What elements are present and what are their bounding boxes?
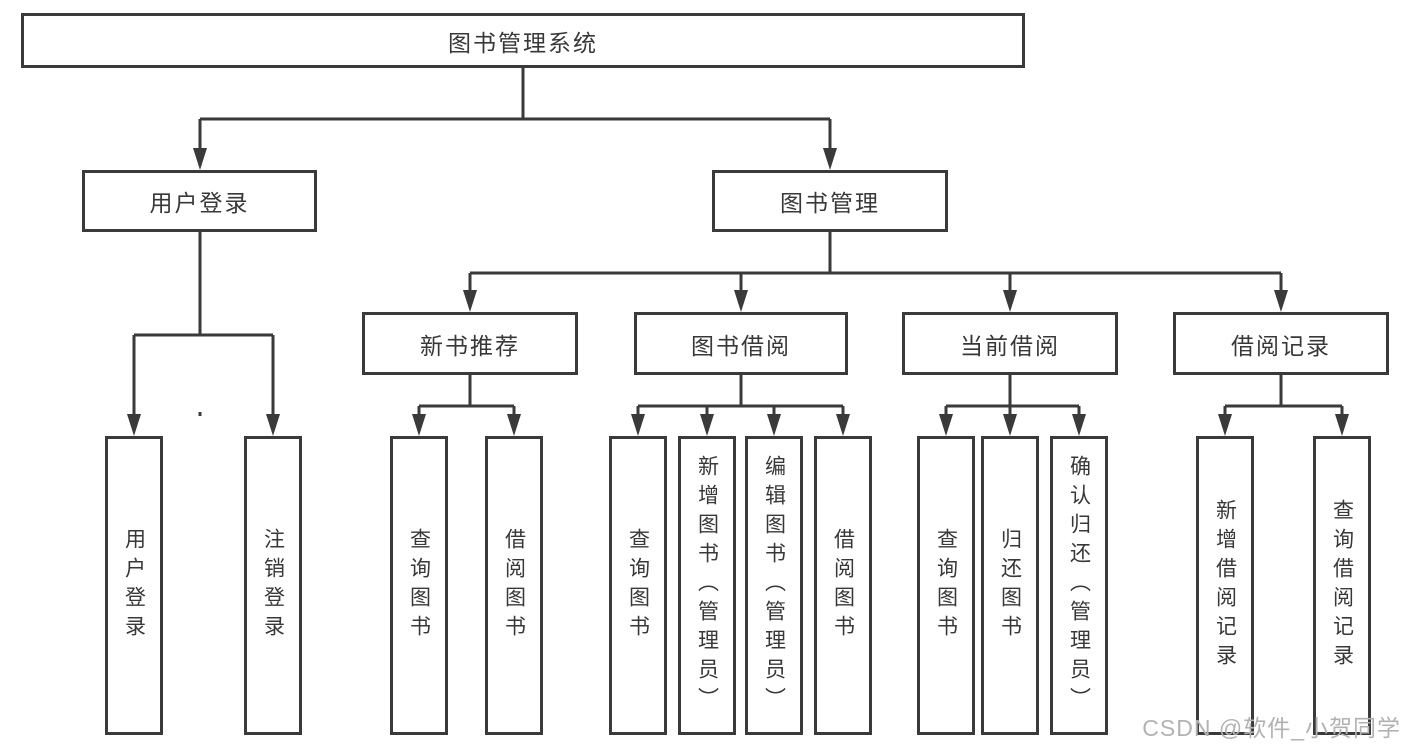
node-library-system-label: 图书管理系统 (448, 29, 598, 56)
leaf-query-books-current-label: 查询图书 (934, 527, 958, 644)
node-book-borrowing: 图书借阅 (634, 312, 848, 375)
leaf-add-borrow-record: 新增借阅记录 (1196, 436, 1254, 735)
leaf-edit-books-admin: 编辑图书（管理员） (745, 436, 803, 735)
leaf-logout-label: 注销登录 (261, 527, 285, 644)
leaf-query-books-current: 查询图书 (917, 436, 975, 735)
leaf-borrow-books-recommend: 借阅图书 (485, 436, 543, 735)
node-new-book-recommendation-label: 新书推荐 (420, 332, 520, 359)
leaf-borrow-books: 借阅图书 (814, 436, 872, 735)
leaf-edit-books-admin-label: 编辑图书（管理员） (762, 455, 786, 716)
csdn-watermark: CSDN @软件_小贺同学 (1142, 715, 1401, 741)
leaf-borrow-books-recommend-label: 借阅图书 (502, 527, 526, 644)
node-borrowing-records-label: 借阅记录 (1231, 332, 1331, 359)
node-book-management: 图书管理 (712, 170, 948, 232)
node-new-book-recommendation: 新书推荐 (362, 312, 578, 375)
leaf-add-borrow-record-label: 新增借阅记录 (1213, 498, 1237, 673)
node-current-borrowing-label: 当前借阅 (960, 332, 1060, 359)
node-book-management-label: 图书管理 (780, 190, 880, 216)
leaf-user-login: 用户登录 (105, 436, 163, 735)
leaf-add-books-admin-label: 新增图书（管理员） (695, 455, 719, 716)
leaf-user-login-label: 用户登录 (122, 527, 146, 644)
leaf-confirm-return-admin-label: 确认归还（管理员） (1067, 455, 1091, 716)
leaf-confirm-return-admin: 确认归还（管理员） (1050, 436, 1108, 735)
leaf-query-books-recommend: 查询图书 (390, 436, 448, 735)
leaf-query-books-borrowing-label: 查询图书 (626, 527, 650, 644)
arrowheads (127, 148, 1349, 436)
node-borrowing-records: 借阅记录 (1173, 312, 1389, 375)
leaf-logout: 注销登录 (244, 436, 302, 735)
node-book-borrowing-label: 图书借阅 (691, 332, 791, 359)
leaf-query-borrow-record-label: 查询借阅记录 (1330, 498, 1354, 673)
leaf-query-books-recommend-label: 查询图书 (407, 527, 431, 644)
leaf-query-borrow-record: 查询借阅记录 (1313, 436, 1371, 735)
node-user-login: 用户登录 (82, 170, 317, 232)
leaf-return-books-label: 归还图书 (998, 527, 1022, 644)
node-current-borrowing: 当前借阅 (902, 312, 1118, 375)
leaf-query-books-borrowing: 查询图书 (609, 436, 667, 735)
node-library-system: 图书管理系统 (21, 13, 1025, 68)
leaf-add-books-admin: 新增图书（管理员） (678, 436, 736, 735)
node-user-login-label: 用户登录 (149, 190, 250, 216)
leaf-return-books: 归还图书 (981, 436, 1039, 735)
leaf-borrow-books-label: 借阅图书 (831, 527, 855, 644)
